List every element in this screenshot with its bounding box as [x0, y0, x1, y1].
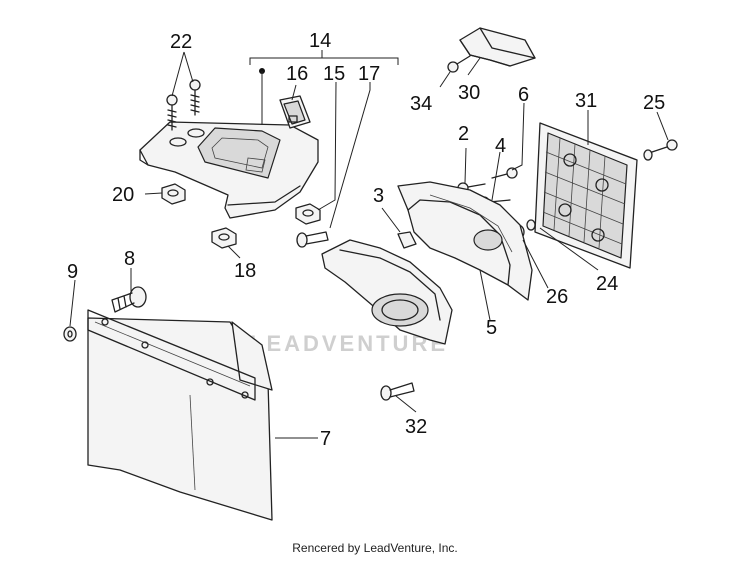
callout-25: 25: [643, 92, 665, 114]
watermark-text: LEADVENTURE: [250, 331, 448, 356]
callout-2: 2: [458, 123, 469, 145]
callout-14-bracket: [249, 50, 399, 125]
callout-6: 6: [518, 84, 529, 106]
washer-9-part: [63, 326, 77, 342]
callout-34: 34: [410, 93, 432, 115]
nut-18-part: [211, 227, 237, 249]
callout-16: 16: [286, 63, 308, 85]
callout-7: 7: [320, 428, 331, 450]
callout-26: 26: [546, 286, 568, 308]
rivet-32-part: [380, 382, 415, 401]
bolt-8-part: [111, 286, 147, 313]
guard-5-part: [321, 239, 453, 345]
clip-16-part: [279, 95, 311, 129]
callout-20: 20: [112, 184, 134, 206]
screw-6-part: [491, 167, 518, 179]
screw-22-part: [166, 79, 201, 131]
callout-18: 18: [234, 260, 256, 282]
callout-9: 9: [67, 261, 78, 283]
housing-4-part: [397, 181, 533, 301]
nut-20-part: [161, 183, 186, 205]
callout-24: 24: [596, 273, 618, 295]
leader-lines: [69, 51, 669, 439]
callout-17: 17: [358, 63, 380, 85]
callout-32: 32: [405, 416, 427, 438]
callout-31: 31: [575, 90, 597, 112]
screw-34-part: [447, 55, 471, 73]
callout-5: 5: [486, 317, 497, 339]
callouts: 2 3 4 5 6 7 8 9 14 15 16 17 18 20 22 24 …: [67, 30, 665, 450]
callout-14: 14: [309, 30, 331, 52]
top-cover-part: [139, 121, 319, 219]
nut-15-part: [295, 203, 321, 225]
washer-24-part: [526, 219, 536, 231]
rivet-17-part: [296, 231, 329, 248]
callout-30: 30: [458, 82, 480, 104]
callout-3: 3: [373, 185, 384, 207]
footer-credit: Rencered by LeadVenture, Inc.: [292, 541, 458, 555]
plate-31-part: [534, 122, 638, 269]
callout-8: 8: [124, 248, 135, 270]
callout-22: 22: [170, 31, 192, 53]
cap-30-part: [459, 27, 536, 67]
callout-15: 15: [323, 63, 345, 85]
callout-4: 4: [495, 135, 506, 157]
screw-25-part: [643, 139, 678, 161]
clip-nut-3-part: [397, 231, 417, 249]
mud-flap-7-part: [87, 309, 273, 521]
